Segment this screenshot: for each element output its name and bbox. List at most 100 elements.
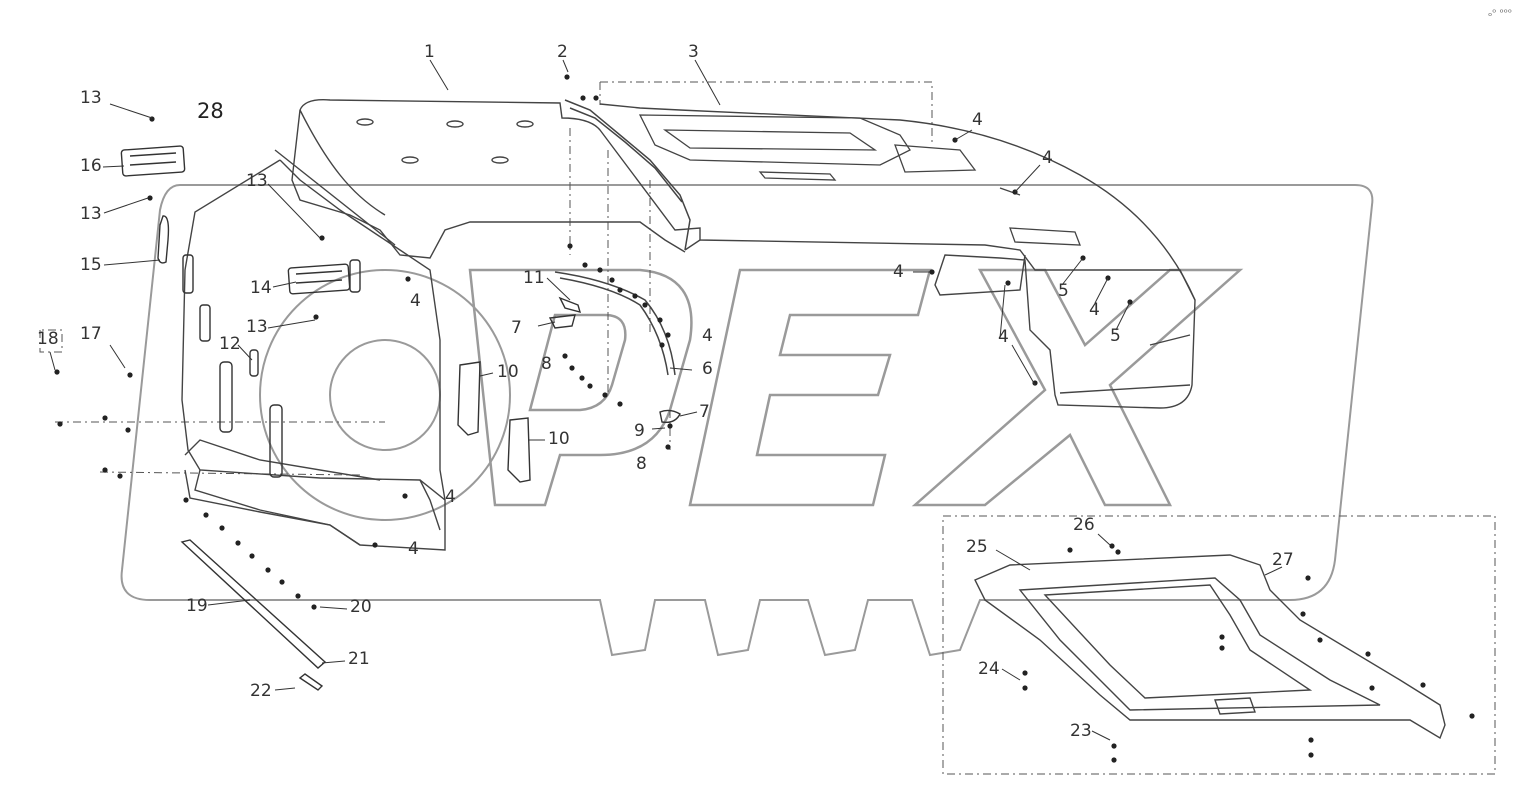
fastener-dot xyxy=(569,365,575,371)
fastener-dot xyxy=(57,421,63,427)
fastener-dot xyxy=(203,512,209,518)
fastener-dot xyxy=(1365,651,1371,657)
fastener-dot xyxy=(642,302,648,308)
fastener-dot xyxy=(562,353,568,359)
callout-6: 6 xyxy=(702,359,713,379)
callout-22: 22 xyxy=(250,681,272,701)
callout-15: 15 xyxy=(80,255,102,275)
fastener-dot xyxy=(102,467,108,473)
fastener-dot xyxy=(1022,685,1028,691)
fastener-dot xyxy=(1115,549,1121,555)
callout-28: 28 xyxy=(197,99,224,123)
fastener-dot xyxy=(279,579,285,585)
callout-17: 17 xyxy=(80,324,102,344)
fastener-dot xyxy=(582,262,588,268)
fastener-dot xyxy=(1308,737,1314,743)
watermark-badge xyxy=(120,184,1374,657)
fastener-dot xyxy=(127,372,133,378)
fastener-dot xyxy=(602,392,608,398)
fastener-dot xyxy=(580,95,586,101)
callout-13: 13 xyxy=(80,204,102,224)
fastener-dot xyxy=(597,267,603,273)
fastener-dot xyxy=(567,243,573,249)
fastener-dot xyxy=(1109,543,1115,549)
callout-16: 16 xyxy=(80,156,102,176)
callout-5: 5 xyxy=(1058,281,1069,301)
callout-13: 13 xyxy=(246,171,268,191)
fastener-dot xyxy=(102,415,108,421)
callout-2: 2 xyxy=(557,42,568,62)
fastener-dot xyxy=(183,497,189,503)
callout-3: 3 xyxy=(688,42,699,62)
trim-rail xyxy=(554,99,691,376)
fastener-dot xyxy=(659,342,665,348)
fastener-dot xyxy=(579,375,585,381)
callout-26: 26 xyxy=(1073,515,1095,535)
corner-mark: ₒᵒ ᵒᵒᵒ xyxy=(1488,8,1512,19)
callout-4: 4 xyxy=(410,291,421,311)
callout-27: 27 xyxy=(1272,550,1294,570)
callout-5: 5 xyxy=(1110,326,1121,346)
callout-11: 11 xyxy=(523,268,545,288)
side-panel xyxy=(181,149,446,551)
fastener-dot xyxy=(617,401,623,407)
roof-panel xyxy=(291,99,1196,409)
callout-4: 4 xyxy=(1089,300,1100,320)
fastener-dot xyxy=(125,427,131,433)
callout-7: 7 xyxy=(699,402,710,422)
fastener-dot xyxy=(1005,280,1011,286)
fastener-dot xyxy=(405,276,411,282)
callout-10: 10 xyxy=(497,362,519,382)
callout-25: 25 xyxy=(966,537,988,557)
roof-hatch xyxy=(638,114,1081,246)
fastener-dot xyxy=(402,493,408,499)
fastener-dot xyxy=(617,287,623,293)
callout-4: 4 xyxy=(893,262,904,282)
callout-4: 4 xyxy=(1042,148,1053,168)
fastener-dot xyxy=(295,593,301,599)
callout-4: 4 xyxy=(702,326,713,346)
leader-lines xyxy=(49,59,1283,741)
fastener-dot xyxy=(665,444,671,450)
detail-frames xyxy=(39,81,1496,775)
fastener-dot xyxy=(1369,685,1375,691)
callout-7: 7 xyxy=(511,318,522,338)
fastener-dot xyxy=(1317,637,1323,643)
callout-4: 4 xyxy=(445,487,456,507)
fastener-dot xyxy=(147,195,153,201)
fastener-dot xyxy=(265,567,271,573)
fastener-dot xyxy=(1469,713,1475,719)
fastener-dot xyxy=(1032,380,1038,386)
callout-18: 18 xyxy=(37,329,59,349)
fastener-dot xyxy=(632,293,638,299)
callout-13: 13 xyxy=(80,88,102,108)
fastener-dot xyxy=(929,269,935,275)
fastener-dot xyxy=(319,235,325,241)
fastener-dot xyxy=(235,540,241,546)
fastener-dot xyxy=(117,473,123,479)
fastener-dot xyxy=(667,423,673,429)
callout-9: 9 xyxy=(634,421,645,441)
frame-detail xyxy=(974,554,1446,740)
callout-4: 4 xyxy=(972,110,983,130)
fastener-dot xyxy=(1111,757,1117,763)
fastener-dot xyxy=(1022,670,1028,676)
fastener-dot xyxy=(1219,645,1225,651)
fastener-dot xyxy=(313,314,319,320)
callout-4: 4 xyxy=(998,327,1009,347)
fastener-dot xyxy=(1111,743,1117,749)
fastener-dot xyxy=(609,277,615,283)
fastener-dot xyxy=(1219,634,1225,640)
callout-8: 8 xyxy=(541,354,552,374)
fastener-dot xyxy=(54,369,60,375)
fastener-dot xyxy=(311,604,317,610)
fastener-dot xyxy=(657,317,663,323)
fastener-dot xyxy=(587,383,593,389)
callout-19: 19 xyxy=(186,596,208,616)
callout-23: 23 xyxy=(1070,721,1092,741)
fastener-dot xyxy=(593,95,599,101)
fastener-dot xyxy=(564,74,570,80)
callout-8: 8 xyxy=(636,454,647,474)
